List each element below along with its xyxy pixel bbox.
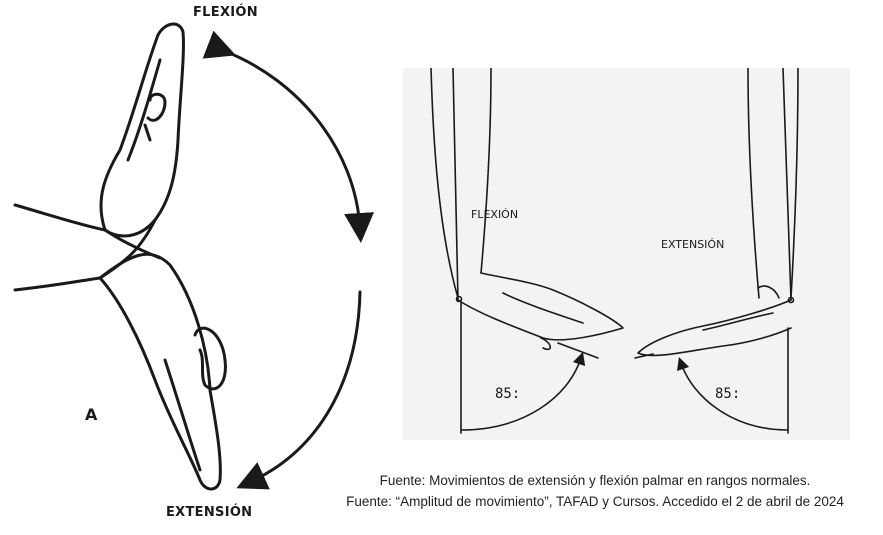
right-hand	[637, 299, 792, 357]
extension-arrow	[236, 290, 362, 490]
forearm-outline	[13, 203, 107, 232]
flexed-hand-finger-line	[126, 58, 162, 162]
wrist-angle-drawing	[430, 68, 799, 434]
left-forearm	[430, 68, 459, 299]
left-angle-arc	[460, 351, 586, 431]
figure-caption: Fuente: Movimientos de extensión y flexi…	[310, 470, 880, 512]
flexion-label: FLEXIÓN	[193, 5, 258, 20]
right-angle-line	[634, 353, 654, 359]
left-illustration: FLEXIÓN EXTENSIÓN A	[0, 0, 400, 535]
right-angle-value: 85:	[715, 386, 741, 402]
forearm-outline-lower	[13, 276, 102, 292]
right-forearm	[747, 68, 760, 299]
flexed-thumb	[146, 92, 167, 122]
right-extension-label: EXTENSIÓN	[661, 238, 725, 251]
caption-line-2: Fuente: “Amplitud de movimiento”, TAFAD …	[346, 494, 844, 509]
left-angle-line	[557, 342, 599, 359]
right-angle-arc	[677, 356, 789, 431]
extension-label: EXTENSIÓN	[166, 505, 253, 520]
flexion-arrow	[202, 30, 374, 243]
right-illustration: FLEXIÓN EXTENSIÓN 85: 85:	[403, 68, 850, 440]
left-angle-value: 85:	[495, 386, 521, 402]
extended-thumb	[193, 326, 227, 391]
caption-line-1: Fuente: Movimientos de extensión y flexi…	[379, 473, 811, 488]
extended-hand-outline	[98, 252, 222, 491]
left-hand	[457, 272, 624, 341]
figure-letter-label: A	[85, 405, 98, 424]
right-flexion-label: FLEXIÓN	[471, 208, 519, 221]
flexed-hand-outline	[99, 22, 185, 238]
extended-hand-finger-line	[163, 358, 202, 472]
hand-flexion-extension-drawing	[13, 22, 374, 491]
